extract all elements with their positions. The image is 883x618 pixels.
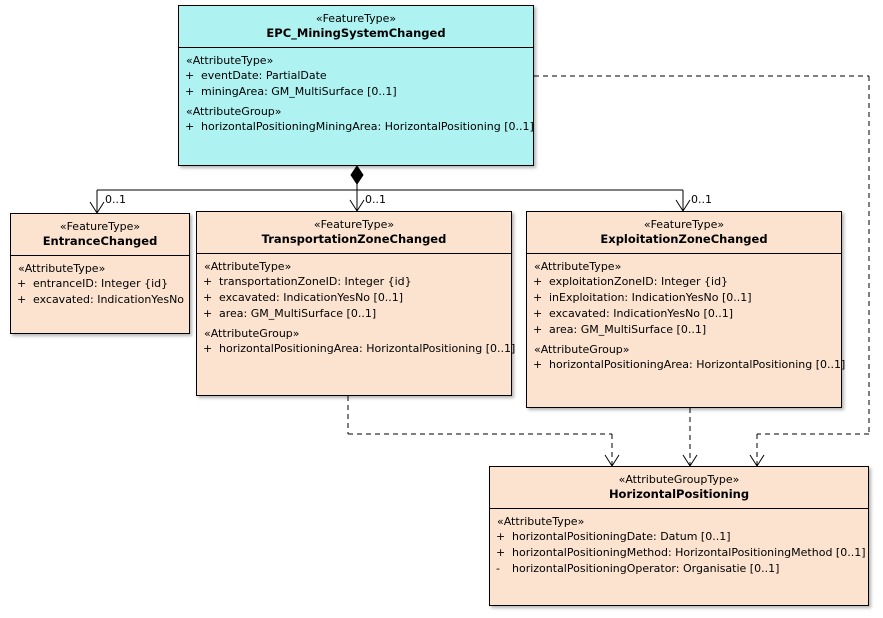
attribute-visibility: +	[203, 275, 213, 288]
attribute-text: horizontalPositioningArea: HorizontalPos…	[219, 342, 516, 355]
class-name: ExploitationZoneChanged	[600, 232, 768, 246]
attribute-text: horizontalPositioningDate: Datum [0..1]	[512, 530, 731, 543]
class-header: «FeatureType» EntranceChanged	[11, 214, 189, 256]
attribute-visibility: +	[185, 69, 195, 82]
attribute-text: horizontalPositioningMiningArea: Horizon…	[201, 120, 534, 133]
attribute-text: excavated: IndicationYesNo	[33, 293, 185, 306]
attribute-visibility: +	[533, 291, 543, 304]
class-stereotype: «FeatureType»	[313, 218, 395, 231]
class-name: EPC_MiningSystemChanged	[266, 26, 446, 40]
attribute-visibility: +	[496, 546, 506, 559]
attribute-row: + horizontalPositioningDate: Datum [0..1…	[490, 529, 868, 545]
class-name: EntranceChanged	[42, 234, 158, 248]
class-body: «AttributeType» + transportationZoneID: …	[197, 254, 515, 362]
attribute-text: inExploitation: IndicationYesNo [0..1]	[549, 291, 752, 304]
section-label: «AttributeType»	[534, 260, 622, 273]
attribute-row: + horizontalPositioningArea: HorizontalP…	[197, 341, 515, 357]
attribute-row: + inExploitation: IndicationYesNo [0..1]	[527, 290, 841, 306]
attribute-text: miningArea: GM_MultiSurface [0..1]	[201, 85, 397, 98]
section-label: «AttributeType»	[18, 262, 106, 275]
attribute-text: area: GM_MultiSurface [0..1]	[219, 307, 377, 320]
attribute-row: + horizontalPositioningMethod: Horizonta…	[490, 545, 868, 561]
class-stereotype: «AttributeGroupType»	[618, 473, 740, 486]
class-horizontalpositioning[interactable]: «AttributeGroupType» HorizontalPositioni…	[489, 466, 869, 606]
attribute-row: - horizontalPositioningOperator: Organis…	[490, 561, 868, 577]
attribute-visibility: +	[203, 307, 213, 320]
class-transportationzonechanged[interactable]: «FeatureType» TransportationZoneChanged …	[196, 211, 515, 396]
class-header: «FeatureType» TransportationZoneChanged	[197, 212, 511, 254]
attribute-row: + exploitationZoneID: Integer {id}	[527, 274, 841, 290]
attribute-visibility: +	[533, 307, 543, 320]
class-header: «FeatureType» ExploitationZoneChanged	[527, 212, 841, 254]
attribute-row: + area: GM_MultiSurface [0..1]	[197, 306, 511, 322]
attribute-row: + transportationZoneID: Integer {id}	[197, 274, 511, 290]
class-exploitationzonechanged[interactable]: «FeatureType» ExploitationZoneChanged «A…	[526, 211, 845, 408]
attribute-visibility: +	[17, 277, 27, 290]
attribute-row: + horizontalPositioningMiningArea: Horiz…	[179, 119, 534, 135]
attribute-visibility: +	[185, 85, 195, 98]
attribute-row: + entranceID: Integer {id}	[11, 276, 189, 292]
class-epc-miningsystemchanged[interactable]: «FeatureType» EPC_MiningSystemChanged «A…	[178, 5, 534, 166]
attribute-visibility: -	[496, 562, 500, 575]
attribute-text: eventDate: PartialDate	[201, 69, 327, 82]
attribute-row: + horizontalPositioningArea: HorizontalP…	[527, 357, 845, 373]
attribute-row: + eventDate: PartialDate	[179, 68, 533, 84]
attribute-visibility: +	[17, 293, 27, 306]
attribute-visibility: +	[533, 358, 543, 371]
class-stereotype: «FeatureType»	[59, 220, 141, 233]
class-stereotype: «FeatureType»	[315, 12, 397, 25]
attribute-row: + excavated: IndicationYesNo [0..1]	[527, 306, 841, 322]
attribute-text: excavated: IndicationYesNo [0..1]	[549, 307, 734, 320]
attribute-text: transportationZoneID: Integer {id}	[219, 275, 412, 288]
attribute-visibility: +	[533, 323, 543, 336]
attribute-text: excavated: IndicationYesNo [0..1]	[219, 291, 404, 304]
multiplicity-label-exploitation: 0..1	[691, 193, 712, 206]
class-body: «AttributeType» + eventDate: PartialDate…	[179, 48, 534, 140]
attribute-text: horizontalPositioningMethod: HorizontalP…	[512, 546, 866, 559]
attribute-visibility: +	[496, 530, 506, 543]
class-body: «AttributeType» + horizontalPositioningD…	[490, 509, 868, 582]
section-label: «AttributeType»	[497, 515, 585, 528]
attribute-visibility: +	[203, 291, 213, 304]
section-label: «AttributeType»	[204, 260, 292, 273]
class-entrancechanged[interactable]: «FeatureType» EntranceChanged «Attribute…	[10, 213, 190, 334]
attribute-visibility: +	[185, 120, 195, 133]
class-header: «FeatureType» EPC_MiningSystemChanged	[179, 6, 533, 48]
section-label: «AttributeGroup»	[534, 343, 630, 356]
class-stereotype: «FeatureType»	[643, 218, 725, 231]
attribute-text: horizontalPositioningArea: HorizontalPos…	[549, 358, 846, 371]
attribute-row: + miningArea: GM_MultiSurface [0..1]	[179, 84, 533, 100]
class-body: «AttributeType» + entranceID: Integer {i…	[11, 256, 189, 313]
attribute-visibility: +	[203, 342, 213, 355]
attribute-row: + area: GM_MultiSurface [0..1]	[527, 322, 841, 338]
multiplicity-label-entrance: 0..1	[105, 193, 126, 206]
attribute-row: + excavated: IndicationYesNo [0..1]	[197, 290, 511, 306]
multiplicity-label-transportation: 0..1	[365, 193, 386, 206]
attribute-row: + excavated: IndicationYesNo	[11, 292, 189, 308]
attribute-text: area: GM_MultiSurface [0..1]	[549, 323, 707, 336]
section-label: «AttributeType»	[186, 54, 274, 67]
attribute-text: exploitationZoneID: Integer {id}	[549, 275, 729, 288]
class-name: TransportationZoneChanged	[261, 232, 447, 246]
class-name: HorizontalPositioning	[608, 487, 750, 501]
section-label: «AttributeGroup»	[186, 105, 282, 118]
attribute-text: entranceID: Integer {id}	[33, 277, 169, 290]
class-body: «AttributeType» + exploitationZoneID: In…	[527, 254, 845, 378]
section-label: «AttributeGroup»	[204, 327, 300, 340]
class-header: «AttributeGroupType» HorizontalPositioni…	[490, 467, 868, 509]
attribute-text: horizontalPositioningOperator: Organisat…	[512, 562, 780, 575]
attribute-visibility: +	[533, 275, 543, 288]
